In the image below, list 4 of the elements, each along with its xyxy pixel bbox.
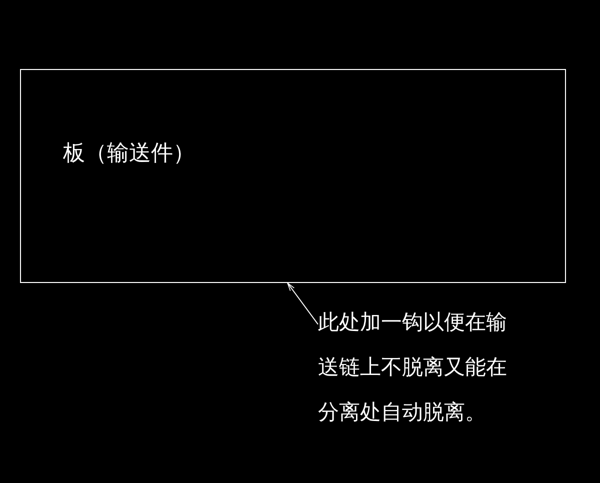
board-rectangle [20, 69, 566, 283]
note-text: 此处加一钩以便在输送链上不脱离又能在分离处自动脱离。 [318, 300, 514, 435]
part-label: 板（输送件） [63, 140, 195, 168]
leader-line [287, 282, 318, 325]
